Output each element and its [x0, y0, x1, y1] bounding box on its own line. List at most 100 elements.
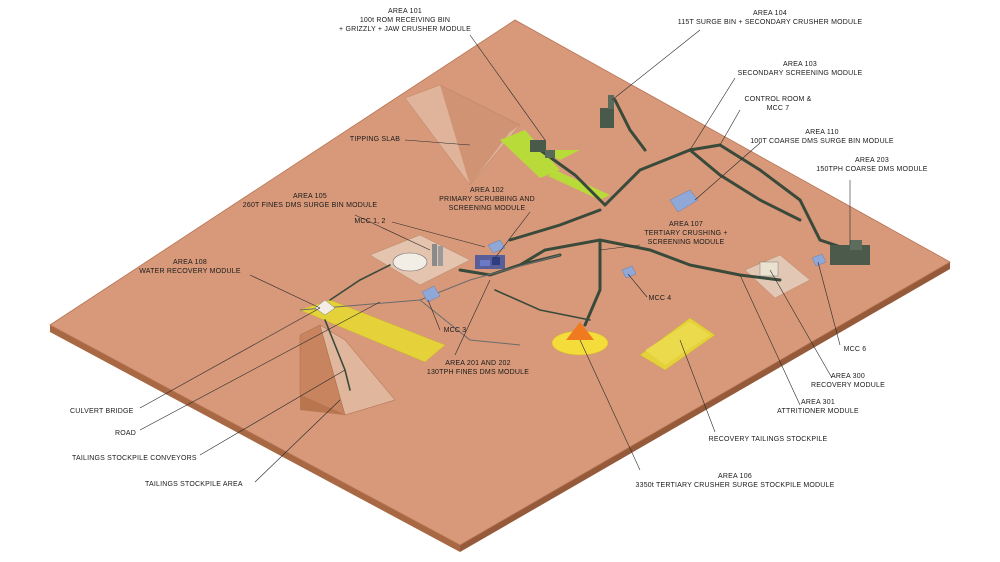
leader-area106 — [579, 339, 641, 471]
label-culvert-bridge: CULVERT BRIDGE — [70, 408, 134, 415]
conveyor-return-arc — [494, 289, 591, 321]
leader-area301 — [739, 274, 801, 406]
label-area108-title: AREA 108 — [173, 259, 207, 266]
tailings-stockpile-area-top — [300, 395, 345, 415]
leader-area103 — [689, 77, 736, 151]
label-area102-title: AREA 102 — [470, 187, 504, 194]
label-area203-line1: 150TPH COARSE DMS MODULE — [816, 166, 928, 173]
tailings-stockpile-conveyors — [324, 319, 351, 391]
label-area110-line1: 100T COARSE DMS SURGE BIN MODULE — [750, 138, 894, 145]
label-area105-title: AREA 105 — [293, 193, 327, 200]
conveyor-rom-to-scrubber — [538, 148, 607, 207]
conveyor-to-stockpile — [583, 238, 602, 327]
label-area107-line2: SCREENING MODULE — [648, 239, 725, 246]
leader-area110 — [694, 142, 761, 201]
label-area106-title: AREA 106 — [718, 473, 752, 480]
label-area108-line1: WATER RECOVERY MODULE — [139, 268, 241, 275]
leader-recovery-tailings — [679, 339, 716, 433]
conveyor-secondary-screen — [688, 148, 802, 222]
label-tailings-conveyors: TAILINGS STOCKPILE CONVEYORS — [72, 455, 197, 462]
leader-road — [139, 301, 381, 431]
label-recovery-tailings: RECOVERY TAILINGS STOCKPILE — [709, 436, 828, 443]
label-area104-title: AREA 104 — [753, 10, 787, 17]
site-road — [299, 254, 561, 311]
tailings-yellow-stockpile — [299, 299, 446, 363]
leader-mcc6 — [817, 261, 841, 346]
label-control-room-line2: MCC 7 — [767, 105, 790, 112]
label-area103-line1: SECONDARY SCREENING MODULE — [738, 70, 863, 77]
leader-area107 — [599, 244, 641, 251]
label-area102-line2: SCREENING MODULE — [449, 205, 526, 212]
area203-equipment — [830, 240, 870, 265]
leader-area300 — [769, 269, 833, 379]
surge-stockpile-cone — [566, 322, 594, 340]
label-mcc6: MCC 6 — [844, 346, 867, 353]
leader-mcc4 — [627, 273, 648, 298]
ground-slab-side-left — [50, 325, 460, 552]
label-area301-title: AREA 301 — [801, 399, 835, 406]
label-area101-line1: 100t ROM RECEIVING BIN — [360, 17, 450, 24]
area104-equipment — [600, 95, 614, 128]
label-mcc3: MCC 3 — [444, 327, 467, 334]
leader-area105 — [354, 214, 431, 251]
water-tank — [392, 252, 428, 272]
label-area104-line1: 115T SURGE BIN + SECONDARY CRUSHER MODUL… — [678, 19, 863, 26]
leader-tailings-area — [254, 399, 341, 483]
label-area106-line1: 3350t TERTIARY CRUSHER SURGE STOCKPILE M… — [636, 482, 835, 489]
leader-area104 — [611, 29, 701, 101]
label-area101-title: AREA 101 — [388, 8, 422, 15]
leader-mcc3 — [427, 299, 441, 331]
ground-slab-side-right — [460, 262, 950, 552]
label-area101-line2: + GRIZZLY + JAW CRUSHER MODULE — [339, 26, 471, 33]
label-area103-title: AREA 103 — [783, 61, 817, 68]
label-area107-line1: TERTIARY CRUSHING + — [644, 230, 727, 237]
label-area102-line1: PRIMARY SCRUBBING AND — [439, 196, 535, 203]
recovery-tailings-stockpile-ridge — [645, 322, 710, 365]
label-mcc12: MCC 1, 2 — [354, 218, 385, 225]
mcc-building-mcc12 — [487, 239, 506, 254]
tipping-slab-green-left — [500, 130, 560, 178]
leader-tipping-slab — [404, 139, 471, 146]
mcc-building-mcc3 — [421, 285, 441, 303]
tipping-slab-ramp — [440, 85, 520, 185]
leader-control-room — [719, 109, 741, 146]
label-area201-title: AREA 201 AND 202 — [445, 360, 510, 367]
tailings-stockpile-area-right — [319, 324, 396, 416]
label-area203-title: AREA 203 — [855, 157, 889, 164]
mcc-building-mcc6 — [811, 253, 827, 267]
site-road-secondary — [419, 299, 521, 346]
area102-equipment — [475, 255, 505, 269]
label-area110-title: AREA 110 — [805, 129, 838, 136]
leader-area108 — [249, 274, 321, 309]
conveyor-coarse-dms — [718, 143, 852, 252]
label-area107-title: AREA 107 — [669, 221, 703, 228]
silo-2 — [438, 246, 443, 266]
mcc-building-area110 — [669, 189, 699, 213]
mcc-building-mcc4 — [621, 265, 637, 279]
label-tipping-slab: TIPPING SLAB — [350, 136, 400, 143]
area101-equipment — [530, 140, 555, 158]
label-area301-line1: ATTRITIONER MODULE — [777, 408, 859, 415]
silo-1 — [432, 244, 437, 266]
recovery-module-structure — [759, 261, 779, 277]
conveyor-area102-to-107 — [508, 208, 602, 242]
label-tailings-area: TAILINGS STOCKPILE AREA — [145, 481, 243, 488]
label-area300-line1: RECOVERY MODULE — [811, 382, 885, 389]
label-area201-line1: 130TPH FINES DMS MODULE — [427, 369, 529, 376]
label-control-room-line1: CONTROL ROOM & — [744, 96, 811, 103]
conveyor-water-recovery — [329, 264, 391, 301]
leader-mcc12 — [391, 221, 486, 248]
label-area300-title: AREA 300 — [831, 373, 865, 380]
culvert-bridge — [314, 299, 336, 316]
conveyor-primary-line — [603, 143, 722, 207]
leader-area201 — [454, 279, 491, 356]
leader-culvert-bridge — [139, 307, 321, 409]
leader-area102 — [494, 211, 531, 259]
label-area105-line1: 260T FINES DMS SURGE BIN MODULE — [243, 202, 378, 209]
label-road: ROAD — [115, 430, 136, 437]
leader-area101 — [469, 34, 546, 141]
leader-tailings-conveyors — [199, 369, 346, 456]
ground-slab — [49, 19, 951, 546]
